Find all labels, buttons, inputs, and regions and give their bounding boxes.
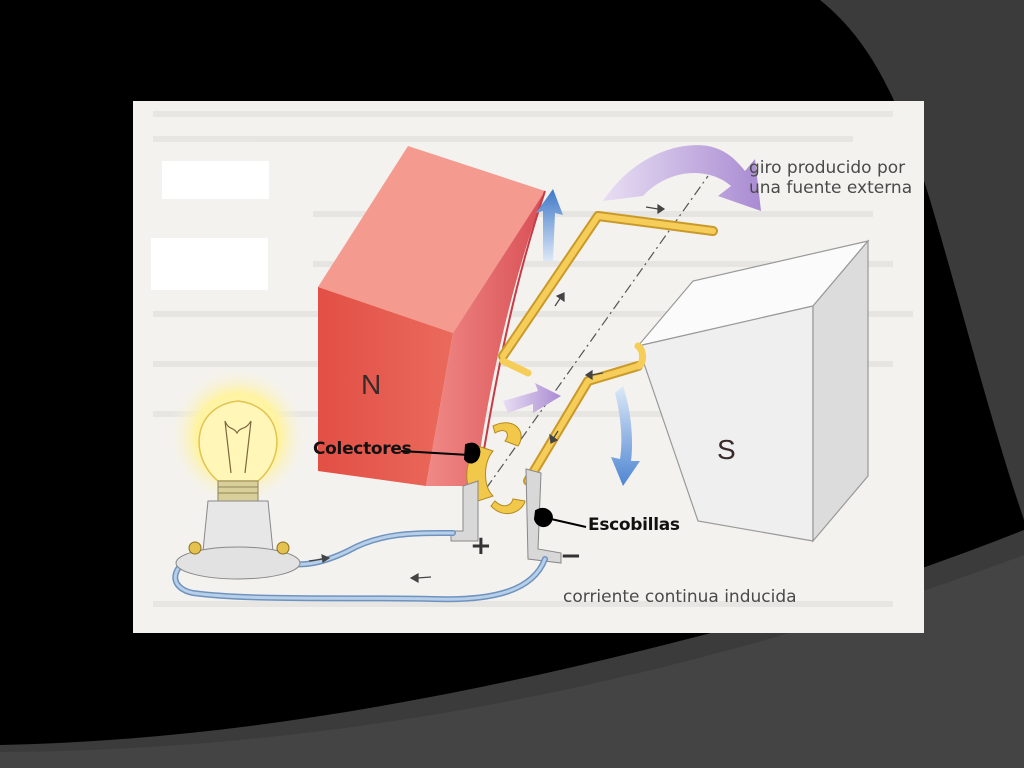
field-arrow-up-icon [536, 189, 563, 261]
north-pole-label: N [361, 369, 382, 400]
current-label: corriente continua inducida [563, 587, 797, 607]
rotation-label-line2: una fuente externa [749, 178, 913, 198]
coil [498, 211, 718, 486]
diagram-figure: giro producido por una fuente externa N … [133, 101, 924, 633]
collectors-label: Colectores [313, 439, 412, 459]
blank-label-patch-1 [162, 161, 269, 199]
wire-arrows [308, 554, 432, 584]
brushes [450, 468, 562, 564]
rotation-label: giro producido por una fuente externa [749, 158, 912, 198]
rotation-arrow-icon [603, 145, 761, 211]
rotation-arrow-small-icon [503, 383, 561, 413]
rotation-label-line1: giro producido por [749, 158, 906, 178]
dynamo-illustration [153, 111, 913, 607]
north-magnet [318, 146, 546, 487]
light-bulb-icon [168, 366, 308, 580]
minus-sign: − [560, 541, 582, 571]
south-pole-label: S [717, 434, 736, 465]
field-arrow-down-icon [611, 386, 640, 486]
brushes-label: Escobillas [588, 515, 680, 535]
external-circuit [172, 529, 548, 603]
current-direction-arrows [549, 203, 666, 444]
south-magnet [636, 239, 870, 543]
callout-lines [400, 442, 587, 528]
plus-sign: + [470, 531, 492, 561]
blank-label-patch-2 [151, 238, 268, 290]
